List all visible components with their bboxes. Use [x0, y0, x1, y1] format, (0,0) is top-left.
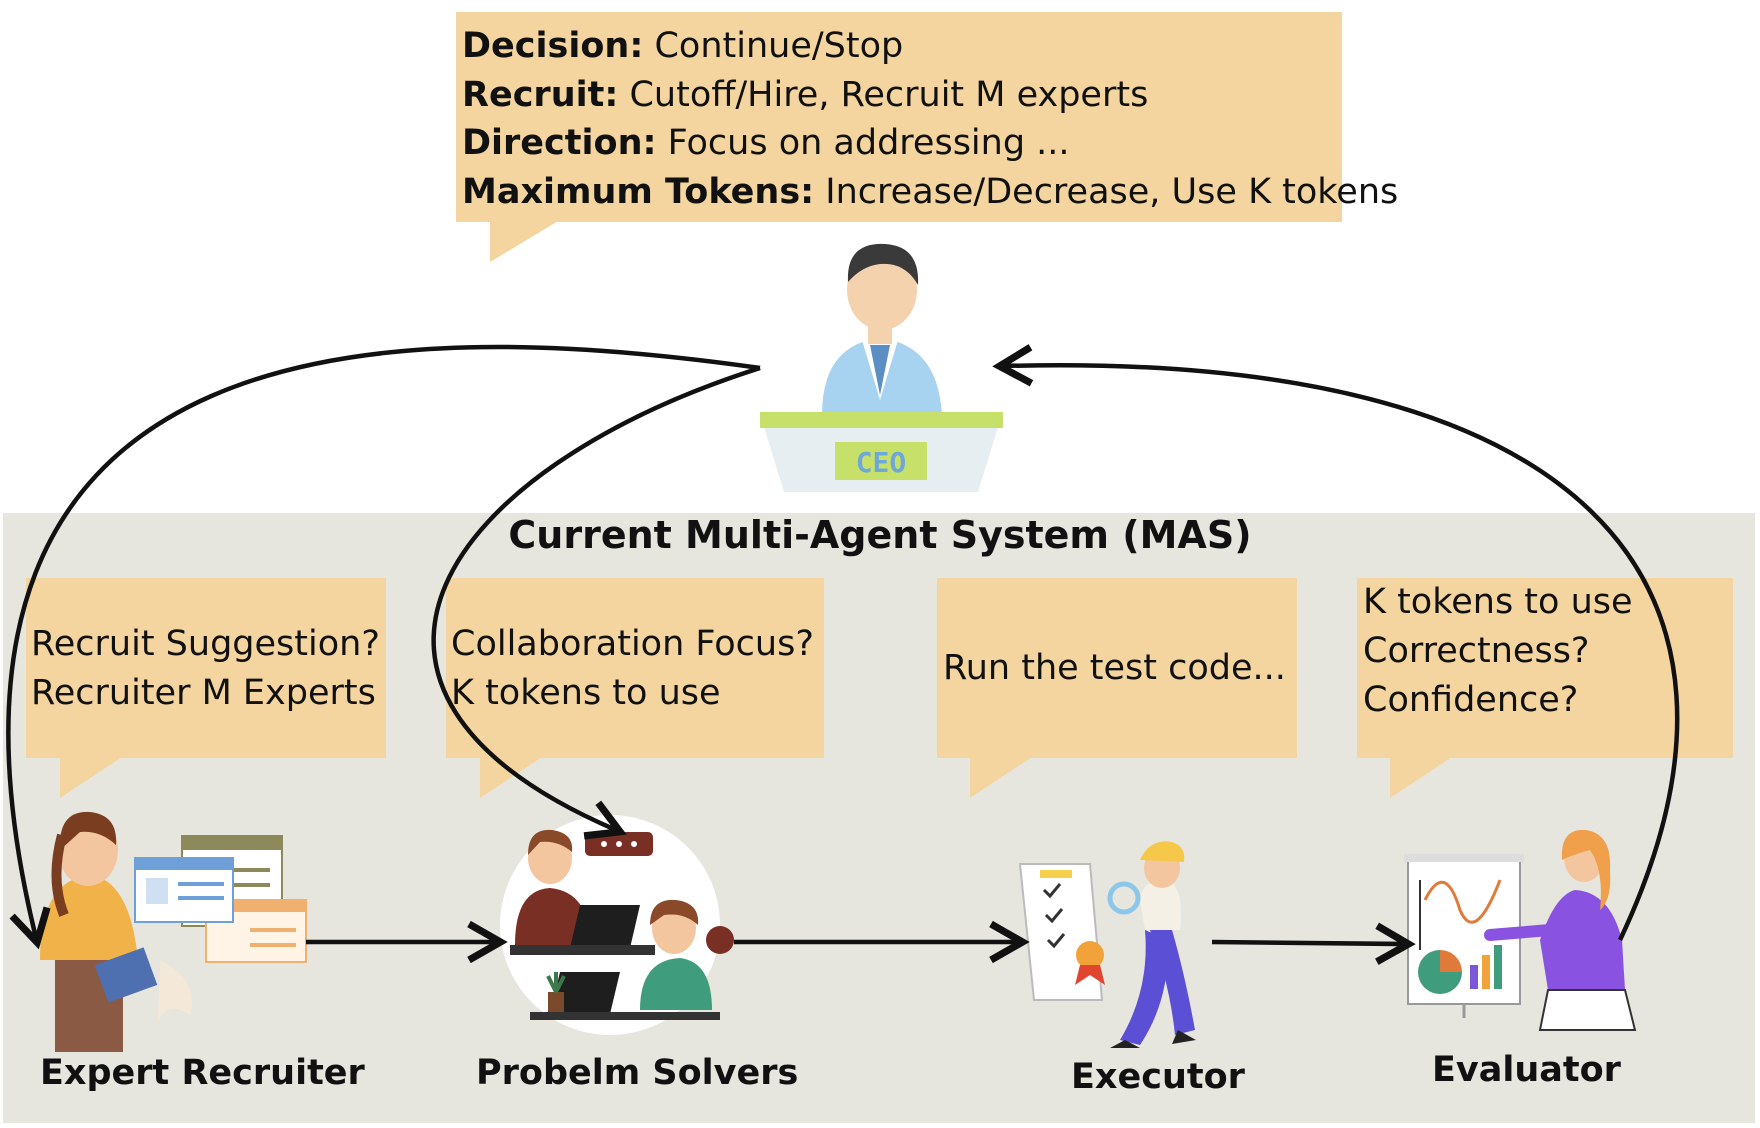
evaluator-bubble-line: Confidence? — [1363, 680, 1579, 720]
ceo-bubble-line: Decision: Continue/Stop — [462, 26, 904, 66]
recruiter-bubble-line: Recruiter M Experts — [31, 673, 376, 713]
evaluator-bubble-line: Correctness? — [1363, 631, 1590, 671]
ceo-speech-bubble: Decision: Continue/Stop Recruit: Cutoff/… — [456, 12, 1399, 222]
executor-icon — [1018, 841, 1196, 1048]
ceo-badge: CEO — [856, 446, 907, 479]
ceo-bubble-tail — [490, 220, 560, 262]
evaluator-bubble-line: K tokens to use — [1363, 582, 1633, 622]
solvers-bubble-line: Collaboration Focus? — [451, 624, 814, 664]
mas-title: Current Multi-Agent System (MAS) — [508, 513, 1252, 557]
executor-bubble-tail — [970, 755, 1035, 798]
arrow-ceo-to-recruiter — [6, 344, 761, 950]
solvers-bubble-line: K tokens to use — [451, 673, 721, 713]
arrow-ceo-to-solvers — [431, 365, 761, 840]
agent-name-problem-solvers: Probelm Solvers — [476, 1053, 799, 1093]
recruiter-bubble-line: Recruit Suggestion? — [31, 624, 380, 664]
ceo-bubble-line: Direction: Focus on addressing ... — [462, 123, 1070, 163]
arrow-executor-to-evaluator — [1211, 922, 1416, 965]
arrow-evaluator-to-ceo — [992, 344, 1680, 941]
ceo-bubble-line: Recruit: Cutoff/Hire, Recruit M experts — [462, 74, 1149, 115]
agent-name-evaluator: Evaluator — [1432, 1050, 1621, 1090]
flow-arrows — [6, 344, 1680, 965]
agent-name-expert-recruiter: Expert Recruiter — [40, 1053, 365, 1093]
agent-name-executor: Executor — [1071, 1057, 1245, 1097]
problem-solvers-icon — [500, 815, 734, 1035]
evaluator-bubble: K tokens to use Correctness? Confidence? — [1357, 578, 1733, 758]
evaluator-icon — [1404, 829, 1637, 1031]
recruiter-bubble-tail — [60, 755, 125, 798]
executor-bubble-line: Run the test code... — [943, 648, 1286, 688]
expert-recruiter-icon — [40, 811, 307, 1052]
executor-bubble: Run the test code... — [937, 578, 1297, 758]
solvers-bubble: Collaboration Focus? K tokens to use — [446, 578, 824, 758]
ceo-bubble-line: Maximum Tokens: Increase/Decrease, Use K… — [462, 171, 1399, 212]
solvers-bubble-tail — [480, 755, 545, 798]
recruiter-bubble: Recruit Suggestion? Recruiter M Experts — [26, 578, 386, 758]
evaluator-bubble-tail — [1390, 755, 1455, 798]
ceo-icon: CEO — [760, 243, 1003, 492]
